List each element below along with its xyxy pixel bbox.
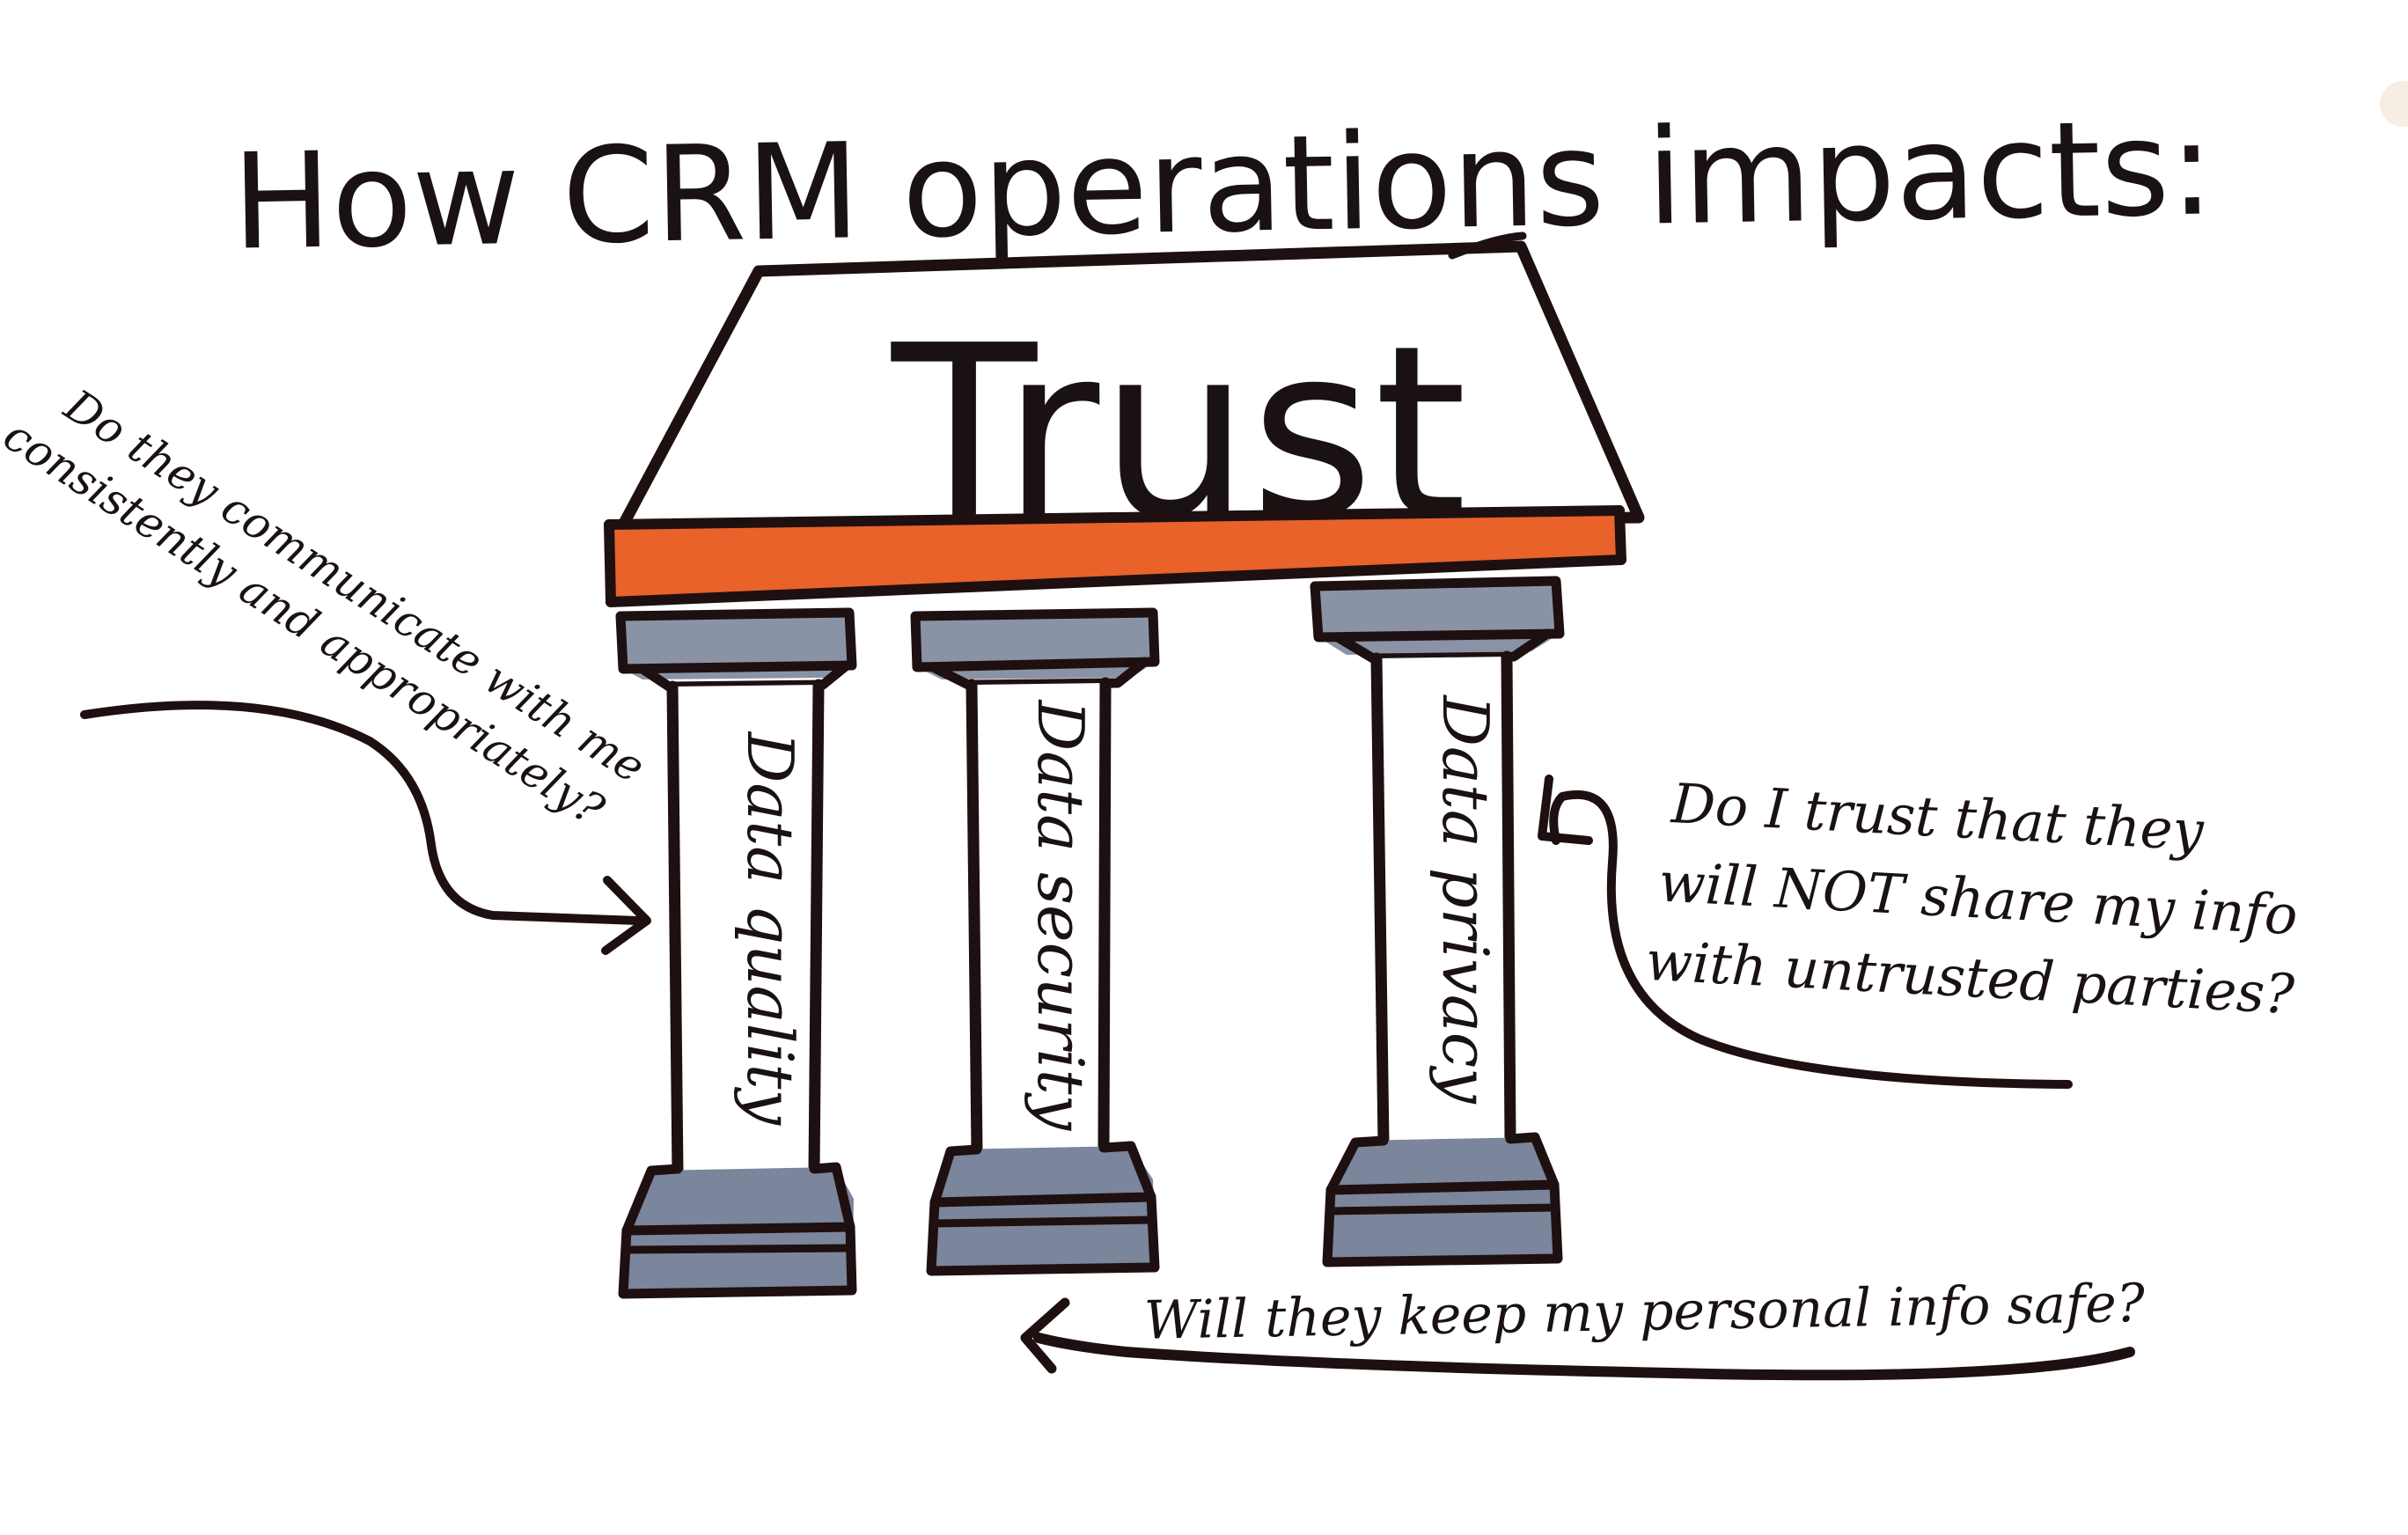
pillar-label-quality: Data quality: [733, 731, 807, 1127]
page-title: How CRM operations impacts:: [231, 92, 2215, 279]
arrow-quality: [80, 701, 651, 955]
annotation-privacy-line-1: Do I trust that they: [1669, 771, 2206, 863]
annotation-security: Will they keep my personal info safe?: [1143, 1273, 2146, 1352]
annotation-privacy-line-2: will NOT share my info: [1657, 849, 2300, 947]
pillar-label-security: Data security: [1024, 699, 1098, 1132]
beam: [604, 505, 1626, 607]
corner-smudge: [2380, 81, 2408, 127]
annotation-quality: Do they communicate with me consistently…: [0, 379, 654, 836]
pillar-data-quality: [615, 607, 857, 1299]
annotation-privacy: Do I trust that they will NOT share my i…: [1644, 771, 2300, 1027]
roof: [615, 231, 1645, 534]
arrow-security: [1020, 1297, 2135, 1381]
annotation-privacy-line-3: with untrusted parties?: [1644, 929, 2296, 1027]
pillar-data-privacy: [1310, 576, 1565, 1267]
pillar-data-security: [910, 607, 1160, 1276]
annotation-quality-line-2: consistently and appropriately?: [0, 409, 613, 836]
arrow-privacy: [1538, 775, 2073, 1089]
pillar-label-privacy: Data privacy: [1428, 694, 1502, 1105]
